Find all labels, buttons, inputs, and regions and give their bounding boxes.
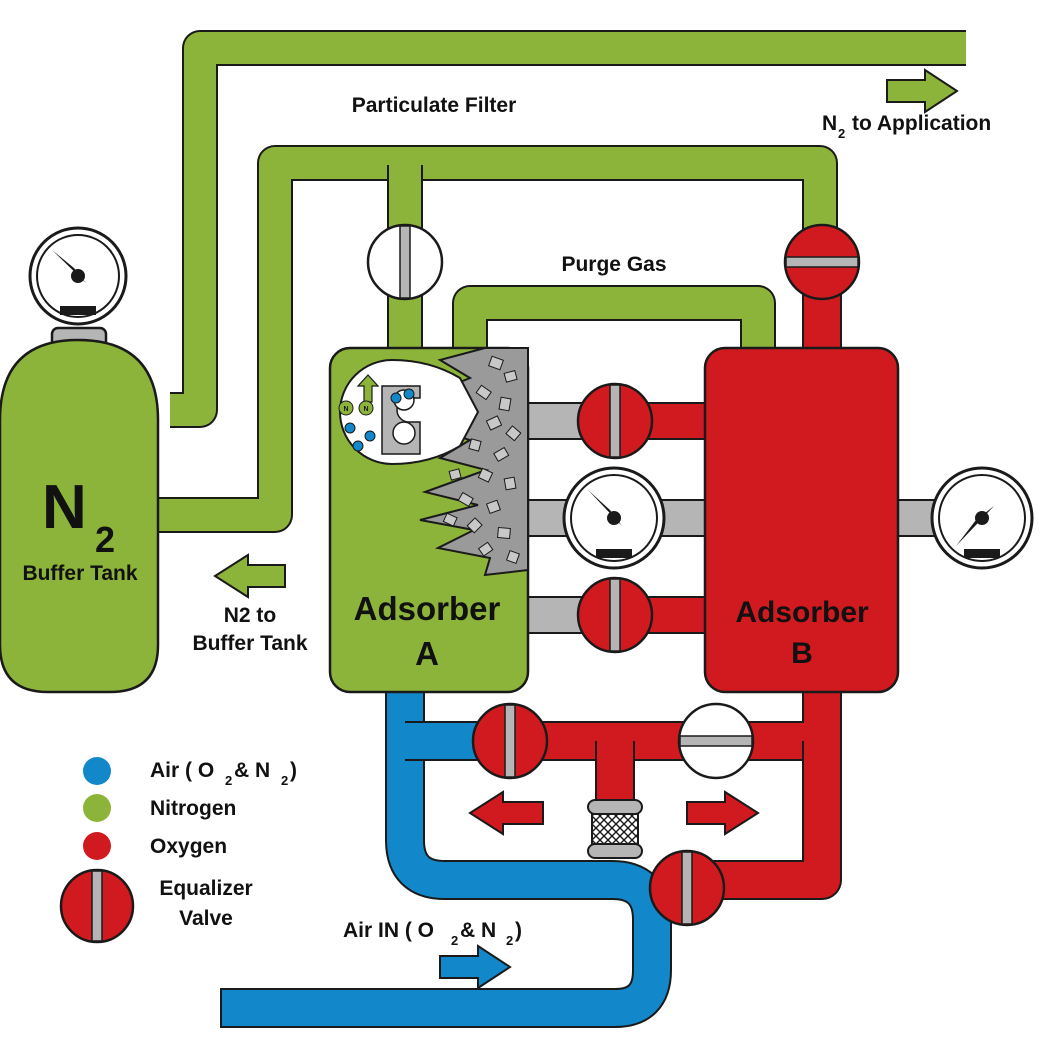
flow-arrows: [213, 68, 959, 990]
n2-to-buffer-label-line2: Buffer Tank: [192, 632, 307, 655]
open-valve-icon: [366, 223, 444, 301]
tank-gauge-icon: [28, 226, 128, 326]
buffer-tank: N 2 Buffer Tank: [0, 226, 160, 694]
flow-arrow-icon: [468, 790, 544, 836]
pressure-gauge-icon: [930, 466, 1034, 570]
legend-item-oxygen: Oxygen: [83, 832, 227, 860]
particulate-filter-label: Particulate Filter: [352, 94, 517, 117]
equalizer-valve-icon: [576, 576, 654, 654]
svg-text:Equalizer: Equalizer: [159, 877, 252, 900]
svg-text:2: 2: [225, 773, 232, 788]
equalizer-valve-icon: [783, 223, 861, 301]
adsorber-b-letter: B: [791, 637, 813, 670]
adsorber-a-title: Adsorber: [354, 590, 501, 627]
flow-arrow-icon: [686, 790, 760, 836]
svg-text:Oxygen: Oxygen: [150, 835, 227, 858]
nitrogen-swatch: [83, 794, 111, 822]
pipe-n2-to-application: [170, 30, 966, 428]
pipe-purge-gas: [452, 285, 776, 352]
svg-text:Air IN ( O: Air IN ( O: [343, 919, 434, 942]
air-swatch: [83, 757, 111, 785]
svg-text:2: 2: [838, 126, 845, 141]
adsorber-b-body: [703, 346, 900, 694]
inset-n-label: N: [343, 406, 348, 413]
legend: Air ( O 2 & N 2 ) Nitrogen Oxygen Equali…: [59, 757, 297, 944]
legend-item-nitrogen: Nitrogen: [83, 794, 236, 822]
flow-arrow-icon: [439, 944, 512, 990]
equalizer-valve-icon: [576, 382, 654, 460]
o2-molecule-icon: [344, 388, 415, 452]
tank-name: Buffer Tank: [22, 562, 137, 585]
equalizer-valve-icon: [59, 868, 135, 944]
oxygen-swatch: [83, 832, 111, 860]
particulate-filter-icon: [587, 799, 643, 859]
n2-up-arrow-icon: [356, 374, 380, 403]
pressure-gauge-icon: [562, 466, 666, 570]
svg-text:): ): [515, 919, 522, 942]
open-valve-icon: [677, 702, 755, 780]
adsorber-a-letter: A: [415, 635, 439, 672]
equalizer-valve-icon: [648, 849, 726, 927]
svg-text:Air ( O: Air ( O: [150, 759, 214, 782]
adsorber-b: Adsorber B: [703, 346, 900, 694]
svg-text:2: 2: [281, 773, 288, 788]
svg-text:Valve: Valve: [179, 907, 233, 930]
purge-gas-label: Purge Gas: [561, 253, 666, 276]
tank-symbol-subscript: 2: [95, 519, 115, 560]
flow-arrow-icon: [886, 68, 959, 114]
legend-item-equalizer-valve: Equalizer Valve: [59, 868, 253, 944]
adsorption-inset: N N: [338, 358, 480, 466]
adsorbent-pellets: [419, 347, 529, 577]
tank-body: [0, 338, 160, 694]
equalizer-valve-icon: [471, 702, 549, 780]
svg-text:to Application: to Application: [852, 112, 991, 135]
svg-text:& N: & N: [460, 919, 496, 942]
svg-text:& N: & N: [234, 759, 270, 782]
flow-arrow-icon: [213, 553, 286, 599]
adsorber-b-title: Adsorber: [735, 596, 869, 629]
pipes: [155, 30, 966, 1028]
pipe-air-in: [220, 688, 672, 1028]
valves: [366, 223, 861, 927]
pipe-grey-connectors: [519, 402, 938, 634]
svg-text:): ): [290, 759, 297, 782]
pipe-bottom-loop: [385, 688, 842, 900]
n2-to-buffer-label-line1: N2 to: [224, 604, 277, 627]
air-in-label: Air IN ( O 2 & N 2 ): [343, 919, 522, 948]
n2-to-application-label: N 2 to Application: [822, 112, 991, 141]
n2-molecule-icon: N N: [338, 400, 374, 416]
svg-text:2: 2: [451, 933, 458, 948]
adsorber-a: N N Adsorber A: [328, 346, 530, 694]
legend-item-air: Air ( O 2 & N 2 ): [83, 757, 297, 788]
svg-text:Nitrogen: Nitrogen: [150, 797, 236, 820]
tank-symbol: N: [42, 473, 87, 542]
diagram-labels: Particulate Filter N 2 to Application Pu…: [192, 94, 991, 948]
svg-text:2: 2: [506, 933, 513, 948]
inset-n-label: N: [363, 406, 368, 413]
svg-text:N: N: [822, 112, 837, 135]
